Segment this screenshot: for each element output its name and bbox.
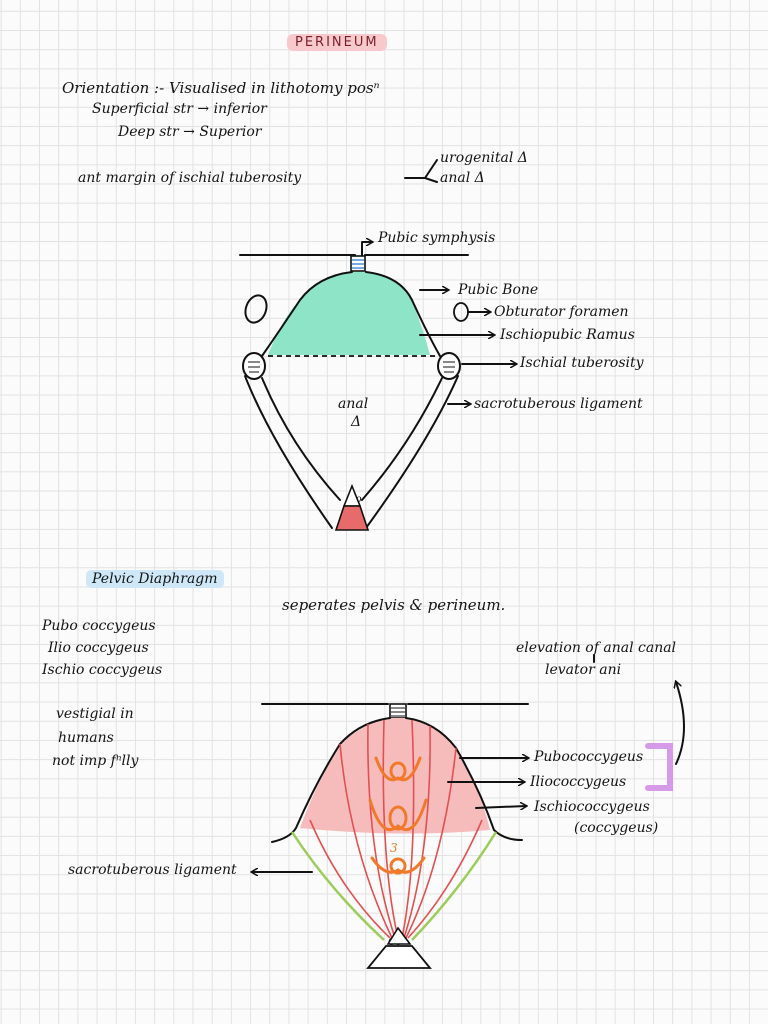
levator-ani-arrow — [676, 682, 684, 764]
urogenital-triangle-fill — [268, 272, 430, 355]
left-ischial-tuberosity — [243, 353, 265, 379]
pd-right-ligament — [412, 832, 496, 940]
right-ischial-tuberosity — [438, 353, 460, 379]
pd-bracket — [648, 746, 670, 788]
right-sacrotuberous-inner — [362, 378, 442, 500]
left-sacrotuberous-outer — [245, 376, 332, 528]
right-sacrotuberous-outer — [366, 376, 458, 528]
pd-sacrum-shape — [368, 946, 430, 968]
obturator-foramen-oval — [242, 292, 270, 325]
obturator-legend-oval — [454, 303, 468, 321]
ischial-branch-arrow — [405, 160, 437, 182]
coccyx-shape — [344, 486, 360, 506]
ischiococcygeus-arrow — [476, 806, 526, 808]
sacrum-shape — [336, 506, 368, 530]
levator-ani-fill — [300, 718, 490, 834]
